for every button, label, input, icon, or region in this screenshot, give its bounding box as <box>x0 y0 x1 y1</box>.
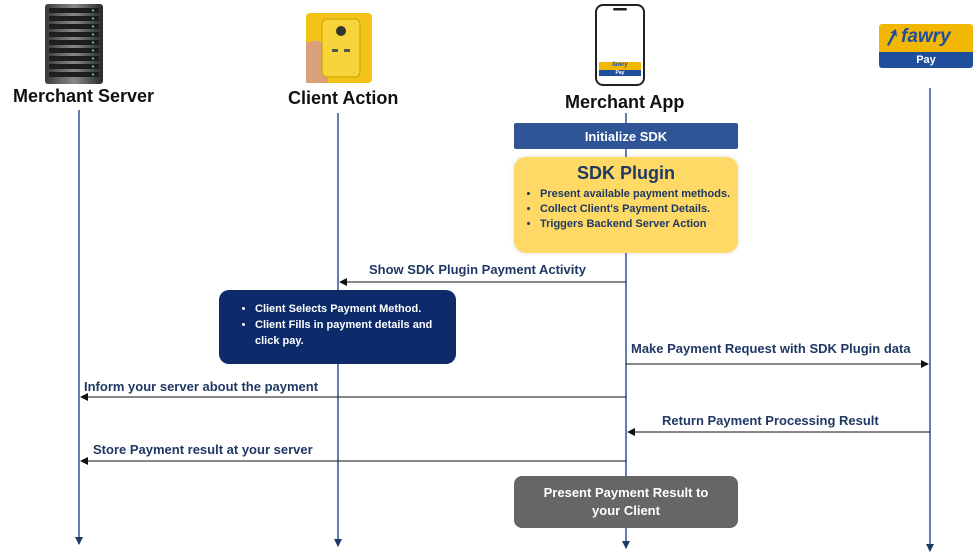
present-result-label: Present Payment Result to your Client <box>543 485 709 518</box>
sdk-plugin-title: SDK Plugin <box>577 163 675 183</box>
client-action-box: Client Selects Payment Method. Client Fi… <box>219 290 456 364</box>
fawry-arrow-icon <box>885 29 899 47</box>
sdk-plugin-item: Triggers Backend Server Action <box>540 217 738 232</box>
sdk-plugin-item: Collect Client's Payment Details. <box>540 202 738 217</box>
actor-merchant-app: Merchant App <box>565 92 685 112</box>
server-icon <box>43 4 105 84</box>
phone-logo-text: fawry <box>612 62 628 68</box>
sdk-plugin-item: Present available payment methods. <box>540 187 738 202</box>
smartphone-icon: fawry Pay <box>595 4 645 86</box>
fawry-logo-subtext: Pay <box>879 52 973 68</box>
initialize-sdk-box: Initialize SDK <box>514 123 738 149</box>
hand-phone-icon <box>306 13 372 83</box>
fawry-pay-logo: fawry Pay <box>879 24 973 68</box>
sdk-plugin-list: Present available payment methods. Colle… <box>514 187 738 232</box>
actor-merchant-server: Merchant Server <box>13 86 155 106</box>
initialize-sdk-label: Initialize SDK <box>584 128 668 144</box>
fawry-logo-text: fawry <box>901 26 951 47</box>
client-action-list: Client Selects Payment Method. Client Fi… <box>219 301 445 349</box>
message-store-result: Store Payment result at your server <box>93 442 313 457</box>
message-return-result: Return Payment Processing Result <box>662 413 879 428</box>
message-inform-server: Inform your server about the payment <box>84 379 319 394</box>
sdk-plugin-box: SDK Plugin Present available payment met… <box>514 157 738 253</box>
message-make-request: Make Payment Request with SDK Plugin dat… <box>631 341 911 356</box>
client-action-item: Client Selects Payment Method. <box>255 301 445 317</box>
message-show-activity: Show SDK Plugin Payment Activity <box>369 262 586 277</box>
client-action-item: Client Fills in payment details and clic… <box>255 317 445 349</box>
present-result-box: Present Payment Result to your Client <box>514 476 738 528</box>
actor-client-action: Client Action <box>288 88 399 108</box>
phone-logo-subtext: Pay <box>615 70 625 76</box>
